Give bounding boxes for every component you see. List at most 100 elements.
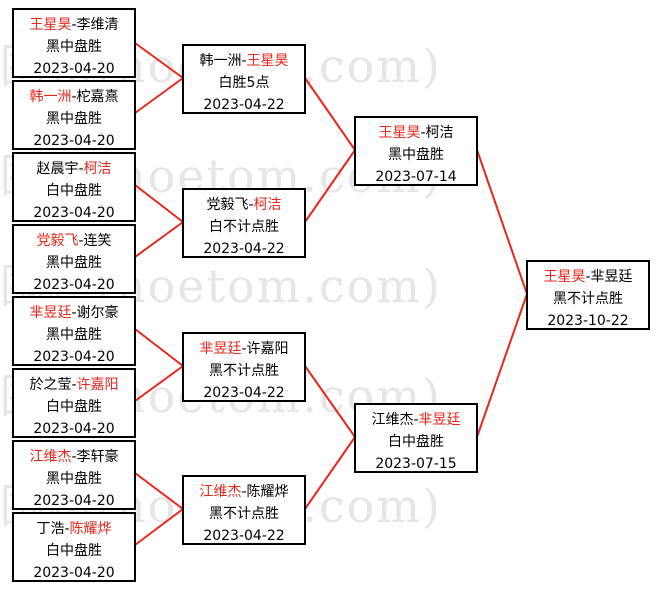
separator: -	[241, 53, 247, 69]
match-box: 於之莹-许嘉阳 白中盘胜 2023-04-20	[12, 368, 136, 438]
match-box: 韩一洲-王星昊 白胜5点 2023-04-22	[182, 44, 306, 114]
match-date: 2023-04-20	[33, 277, 115, 293]
match-result: 白中盘胜	[46, 399, 102, 415]
connector-line	[304, 365, 356, 438]
match-box: 赵晨宇-柯洁 白中盘胜 2023-04-20	[12, 152, 136, 222]
connector-line	[476, 149, 528, 295]
player-winner: 韩一洲	[29, 89, 72, 105]
match-result: 白中盘胜	[46, 183, 102, 199]
match-date: 2023-04-22	[203, 385, 285, 401]
match-players: 芈昱廷-谢尔豪	[14, 302, 134, 324]
connector-line	[134, 184, 184, 223]
match-date: 2023-04-20	[33, 565, 115, 581]
player-winner: 王星昊	[29, 17, 72, 33]
match-box: 丁浩-陈耀烨 白中盘胜 2023-04-20	[12, 512, 136, 582]
match-result: 黑中盘胜	[46, 39, 102, 55]
match-box: 党毅飞-连笑 黑中盘胜 2023-04-20	[12, 224, 136, 294]
match-result: 白胜5点	[218, 75, 270, 91]
connector-line	[304, 77, 356, 151]
separator: -	[78, 233, 84, 249]
player-winner: 柯洁	[83, 161, 112, 177]
match-date: 2023-04-20	[33, 133, 115, 149]
separator: -	[241, 484, 247, 500]
match-players: 王星昊-李维清	[14, 14, 134, 36]
connector-line	[134, 472, 184, 510]
match-players: 党毅飞-连笑	[14, 230, 134, 252]
match-result: 黑不计点胜	[209, 506, 279, 522]
separator: -	[241, 341, 247, 357]
match-result: 黑中盘胜	[46, 327, 102, 343]
match-result: 黑中盘胜	[46, 111, 102, 127]
match-players: 王星昊-柯洁	[356, 122, 476, 144]
match-box: 韩一洲-柁嘉熹 黑中盘胜 2023-04-20	[12, 80, 136, 150]
connector-line	[304, 149, 356, 223]
match-box: 王星昊-李维清 黑中盘胜 2023-04-20	[12, 8, 136, 78]
match-players: 江维杰-陈耀烨	[184, 481, 304, 503]
match-players: 党毅飞-柯洁	[184, 194, 304, 216]
player-winner: 王星昊	[543, 269, 586, 285]
match-box: 王星昊-柯洁 黑中盘胜 2023-07-14	[354, 116, 478, 186]
match-players: 江维杰-李轩豪	[14, 446, 134, 468]
separator: -	[585, 269, 591, 285]
match-date: 2023-07-15	[375, 456, 457, 472]
match-date: 2023-04-22	[203, 528, 285, 544]
match-date: 2023-04-20	[33, 61, 115, 77]
separator: -	[71, 305, 77, 321]
separator: -	[64, 521, 70, 537]
separator: -	[71, 17, 77, 33]
separator: -	[71, 89, 77, 105]
player-loser: 芈昱廷	[590, 269, 633, 285]
player-winner: 芈昱廷	[418, 412, 461, 428]
player-winner: 王星昊	[246, 53, 289, 69]
player-winner: 柯洁	[253, 197, 282, 213]
match-players: 芈昱廷-许嘉阳	[184, 338, 304, 360]
player-loser: 许嘉阳	[246, 341, 289, 357]
match-box: 王星昊-芈昱廷 黑不计点胜 2023-10-22	[526, 260, 650, 330]
match-box: 江维杰-陈耀烨 黑不计点胜 2023-04-22	[182, 475, 306, 545]
match-date: 2023-07-14	[375, 169, 457, 185]
match-result: 白中盘胜	[388, 434, 444, 450]
match-players: 赵晨宇-柯洁	[14, 158, 134, 180]
match-date: 2023-04-20	[33, 349, 115, 365]
player-loser: 柁嘉熹	[76, 89, 119, 105]
match-result: 白不计点胜	[209, 219, 279, 235]
player-loser: 党毅飞	[206, 197, 249, 213]
separator: -	[71, 377, 77, 393]
player-winner: 党毅飞	[36, 233, 79, 249]
match-players: 韩一洲-柁嘉熹	[14, 86, 134, 108]
player-winner: 许嘉阳	[76, 377, 119, 393]
match-result: 黑不计点胜	[553, 291, 623, 307]
match-date: 2023-04-20	[33, 205, 115, 221]
match-box: 芈昱廷-谢尔豪 黑中盘胜 2023-04-20	[12, 296, 136, 366]
player-loser: 李维清	[76, 17, 119, 33]
player-loser: 韩一洲	[199, 53, 242, 69]
player-loser: 丁浩	[36, 521, 65, 537]
match-box: 芈昱廷-许嘉阳 黑不计点胜 2023-04-22	[182, 332, 306, 402]
match-date: 2023-04-20	[33, 421, 115, 437]
separator: -	[420, 125, 426, 141]
match-result: 黑中盘胜	[46, 471, 102, 487]
match-date: 2023-10-22	[547, 313, 629, 329]
separator: -	[248, 197, 254, 213]
match-players: 丁浩-陈耀烨	[14, 518, 134, 540]
match-box: 江维杰-李轩豪 黑中盘胜 2023-04-20	[12, 440, 136, 510]
connector-line	[134, 77, 184, 114]
match-players: 江维杰-芈昱廷	[356, 409, 476, 431]
player-winner: 江维杰	[199, 484, 242, 500]
separator: -	[413, 412, 419, 428]
player-loser: 柯洁	[425, 125, 454, 141]
connector-line	[134, 42, 184, 79]
connector-line	[134, 365, 184, 402]
match-result: 黑不计点胜	[209, 363, 279, 379]
player-loser: 赵晨宇	[36, 161, 79, 177]
match-box: 江维杰-芈昱廷 白中盘胜 2023-07-15	[354, 403, 478, 473]
player-winner: 芈昱廷	[29, 305, 72, 321]
match-players: 於之莹-许嘉阳	[14, 374, 134, 396]
match-date: 2023-04-22	[203, 97, 285, 113]
player-loser: 谢尔豪	[76, 305, 119, 321]
connector-line	[134, 221, 184, 258]
player-loser: 於之莹	[29, 377, 72, 393]
player-loser: 陈耀烨	[246, 484, 289, 500]
player-loser: 江维杰	[371, 412, 414, 428]
